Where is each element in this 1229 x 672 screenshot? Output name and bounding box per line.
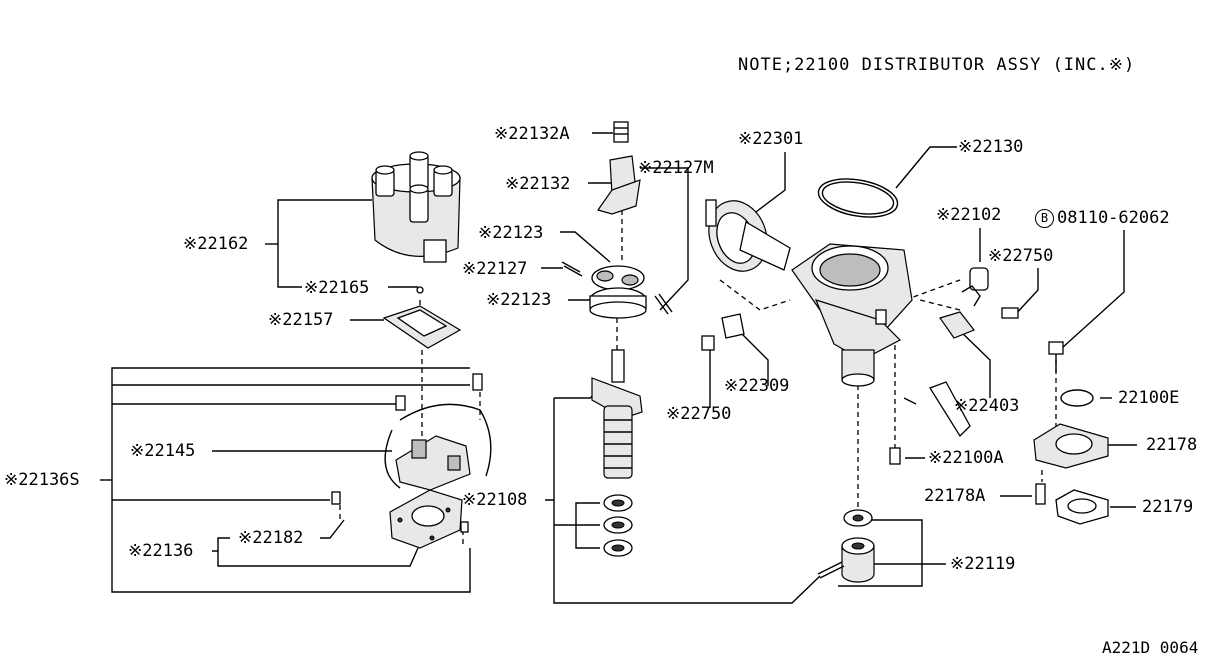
label-22127M: ※22127M xyxy=(638,158,714,178)
label-22403: ※22403 xyxy=(954,396,1020,416)
label-22119: ※22119 xyxy=(950,554,1016,574)
label-22179: 22179 xyxy=(1142,497,1194,517)
label-22136S: ※22136S xyxy=(4,470,80,490)
distributor-cap xyxy=(371,151,461,263)
label-22136: ※22136 xyxy=(128,541,194,561)
label-22100E: 22100E xyxy=(1118,388,1180,408)
label-22123-top: ※22123 xyxy=(478,223,544,243)
label-22165: ※22165 xyxy=(304,278,370,298)
pickup-coil-assy xyxy=(331,373,492,549)
governor-weights xyxy=(561,261,673,319)
leader-lines xyxy=(100,132,1137,604)
mounting-hardware xyxy=(889,341,1109,525)
label-22100A: ※22100A xyxy=(928,448,1004,468)
label-22102: ※22102 xyxy=(936,205,1002,225)
label-08110-62062-text: 08110-62062 xyxy=(1057,208,1170,228)
label-22162: ※22162 xyxy=(183,234,249,254)
collar-and-pin xyxy=(817,509,875,583)
label-22157: ※22157 xyxy=(268,310,334,330)
thrust-washers xyxy=(603,494,633,557)
distributor-housing xyxy=(791,243,913,387)
drawing-code: A221D 0064 xyxy=(1102,638,1199,657)
bolt-symbol: B xyxy=(1035,209,1054,228)
carbon-point xyxy=(416,286,424,294)
label-22132: ※22132 xyxy=(505,174,571,194)
label-22127: ※22127 xyxy=(462,259,528,279)
distributor-shaft xyxy=(591,349,643,479)
label-22301: ※22301 xyxy=(738,129,804,149)
label-22750-lower: ※22750 xyxy=(666,404,732,424)
label-22108: ※22108 xyxy=(462,490,528,510)
label-22182: ※22182 xyxy=(238,528,304,548)
label-22130: ※22130 xyxy=(958,137,1024,157)
label-22132A: ※22132A xyxy=(494,124,570,144)
label-22750-right: ※22750 xyxy=(988,246,1054,266)
shaft-clamp xyxy=(597,121,641,215)
label-22178: 22178 xyxy=(1146,435,1198,455)
diagram-note: NOTE;22100 DISTRIBUTOR ASSY (INC.※) xyxy=(738,55,1136,75)
housing-gasket xyxy=(817,178,899,218)
label-22309: ※22309 xyxy=(724,376,790,396)
label-22145: ※22145 xyxy=(130,441,196,461)
vacuum-controller xyxy=(701,199,791,351)
label-22123-lower: ※22123 xyxy=(486,290,552,310)
label-22178A: 22178A xyxy=(924,486,986,506)
condenser-harness xyxy=(903,267,1019,438)
rotor-head xyxy=(382,305,462,349)
